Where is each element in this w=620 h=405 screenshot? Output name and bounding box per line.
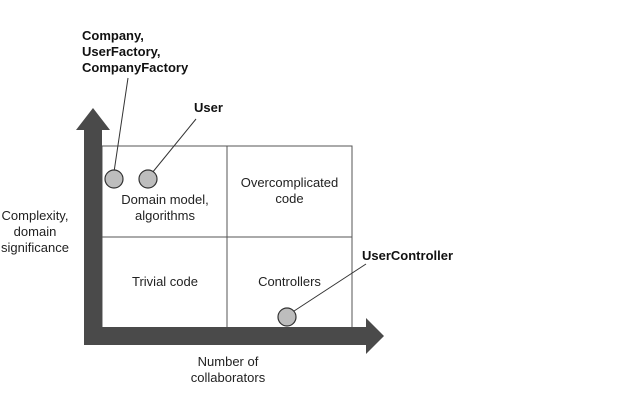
usercontroller-callout-label: UserController [362,248,454,263]
usercontroller-leader-line [290,263,367,314]
user-point [138,169,158,189]
quadrant-top-right-label: Overcomplicated code [240,175,339,206]
quadrant-bottom-right-label: Controllers [258,274,321,289]
user-callout-label: User [194,100,223,115]
x-axis-label: Number of collaborators [190,354,266,385]
usercontroller-point [277,307,297,327]
quadrant-bottom-left-label: Trivial code [132,274,198,289]
company-point [104,169,124,189]
company-leader-line [113,77,129,173]
quadrant-top-left-label: Domain model, algorithms [121,192,209,223]
y-axis-label: Complexity, domain significance [1,208,69,255]
user-leader-line [151,118,197,174]
y-axis-arrow [76,108,110,345]
x-axis-arrow [84,318,384,354]
company-callout-label: Company, UserFactory, CompanyFactory [82,28,189,75]
